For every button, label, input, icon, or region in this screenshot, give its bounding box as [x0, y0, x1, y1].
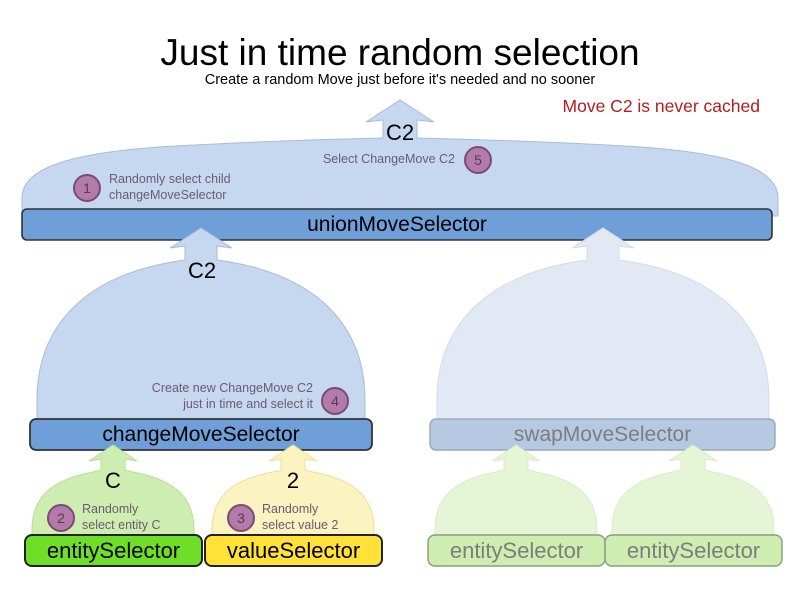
- step-badge-4: 4: [321, 387, 349, 415]
- step-badge-5: 5: [464, 146, 492, 174]
- step-note-4: Create new ChangeMove C2 just in time an…: [151, 381, 313, 411]
- entity-swap-1-box: [427, 534, 606, 567]
- step-note-2: Randomly select entity C: [82, 502, 161, 532]
- step-note-1: Randomly select child changeMoveSelector: [109, 172, 231, 202]
- entity-swap-2-dome-shape: [611, 444, 775, 546]
- page-subtitle: Create a random Move just before it's ne…: [204, 72, 596, 88]
- change-bar: [29, 418, 373, 451]
- page-title: Just in time random selection: [160, 32, 640, 73]
- flow-label-entity-out: C: [105, 468, 121, 493]
- flow-label-change-out: C2: [187, 258, 217, 283]
- union-dome-shape: [21, 99, 779, 217]
- warning-note: Move C2 is never cached: [562, 96, 760, 116]
- entity-swap-1-dome-shape: [434, 444, 598, 546]
- entity-left-box: [24, 534, 203, 567]
- entity-swap-2-box: [604, 534, 783, 567]
- step-note-5: Select ChangeMove C2: [322, 152, 455, 166]
- step-note-3: Randomly select value 2: [262, 502, 339, 532]
- flow-label-value-out: 2: [286, 468, 300, 493]
- step-badge-2: 2: [47, 504, 75, 532]
- swap-dome-shape: [436, 227, 770, 431]
- flow-label-union-out: C2: [385, 120, 415, 145]
- value-left-box: [204, 534, 383, 567]
- union-bar: [21, 208, 773, 241]
- step-badge-3: 3: [227, 504, 255, 532]
- swap-bar: [429, 418, 776, 451]
- step-badge-1: 1: [73, 174, 101, 202]
- change-dome-shape: [36, 227, 366, 431]
